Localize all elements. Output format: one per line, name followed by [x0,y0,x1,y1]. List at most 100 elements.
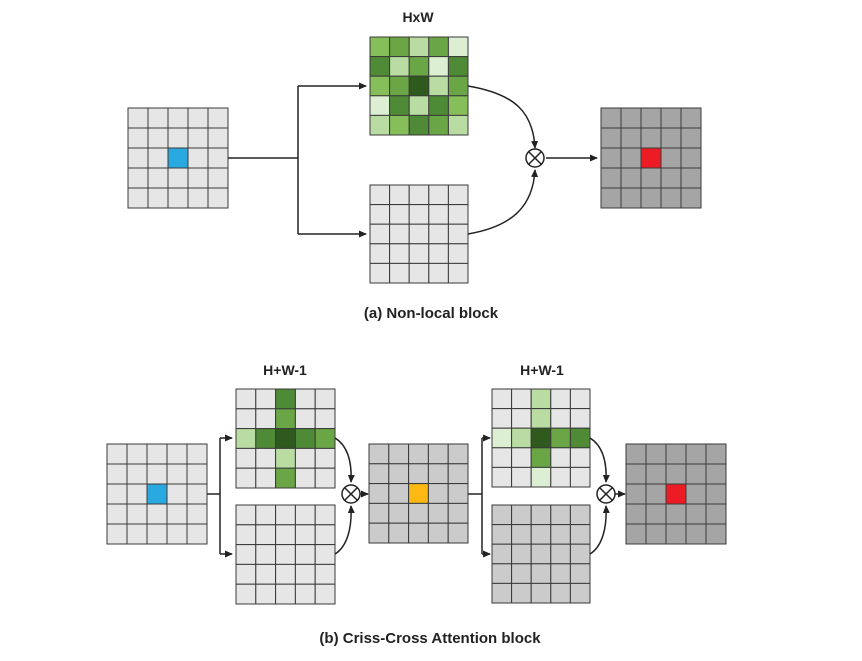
grid-cell [550,524,571,545]
grid-cell [665,503,687,525]
grid-cell [255,447,277,469]
grid-cell [625,483,647,505]
grid-cell [511,524,532,545]
grid-cell [447,184,469,206]
grid-cell [550,543,571,565]
grid-cell [600,187,622,209]
grid-cell [389,75,410,97]
grid-cell [408,262,430,284]
grid-cell [166,503,188,525]
grid-cell [408,95,430,116]
grid-cell [625,463,647,485]
nonlocal-output-grid [600,107,702,209]
grid-cell [569,466,591,488]
grid-cell [235,388,257,410]
grid-cell [314,504,336,526]
grid-cell [255,388,277,410]
grid-cell [705,443,727,465]
grid-cell [187,147,209,169]
grid-cell [207,167,229,189]
grid-cell [408,204,430,225]
grid-cell [106,523,128,545]
grid-cell [680,107,702,129]
grid-cell [408,443,429,465]
grid-cell [186,503,208,525]
grid-cell [314,408,336,430]
grid-cell [705,503,727,525]
grid-cell [428,95,449,116]
nonlocal-connectors [228,82,598,238]
grid-cell [369,223,391,245]
grid-cell [314,428,336,449]
grid-cell [427,483,449,504]
grid-cell [255,408,277,430]
grid-cell [660,127,682,149]
grid-cell [550,427,571,449]
grid-cell [665,483,687,505]
grid-cell [447,75,469,97]
grid-cell [530,582,552,604]
grid-cell [235,524,257,546]
grid-cell [491,504,513,526]
grid-cell [428,223,449,245]
grid-cell [645,443,667,465]
grid-cell [388,483,410,504]
grid-cell [569,563,591,584]
grid-cell [369,204,391,225]
grid-cell [146,523,168,545]
grid-cell [314,467,336,489]
grid-cell [680,127,702,149]
grid-cell [640,167,662,189]
grid-cell [126,503,148,525]
grid-cell [569,408,591,429]
grid-cell [167,147,189,169]
grid-cell [705,483,727,505]
grid-cell [166,463,188,485]
grid-cell [620,127,642,149]
grid-cell [665,523,687,545]
grid-cell [408,522,429,544]
cca-input-grid [106,443,208,545]
grid-cell [369,243,391,264]
grid-cell [127,187,149,209]
nonlocal-attention-grid [369,36,469,136]
grid-cell [680,187,702,209]
grid-cell [645,503,667,525]
grid-cell [550,466,571,488]
grid-cell [186,483,208,505]
grid-cell [705,463,727,485]
grid-cell [314,447,336,469]
grid-cell [428,36,449,58]
grid-cell [368,483,390,504]
grid-cell [428,243,449,264]
grid-cell [167,107,189,129]
grid-cell [569,524,591,545]
grid-cell [447,483,469,504]
grid-cell [620,147,642,169]
cca-intermediate-grid [368,443,469,544]
grid-cell [294,524,316,546]
grid-cell [235,544,257,565]
grid-cell [491,524,513,545]
grid-cell [389,114,410,136]
grid-cell [660,187,682,209]
cca-attention-label-2: H+W-1 [520,362,564,378]
grid-cell [408,223,430,245]
grid-cell [166,443,188,465]
grid-cell [491,563,513,584]
cca-attention-grid-1 [235,388,336,489]
grid-cell [275,583,296,605]
grid-cell [389,36,410,58]
grid-cell [314,563,336,585]
grid-cell [255,467,277,489]
grid-cell [428,56,449,77]
grid-cell [368,463,390,485]
grid-cell [235,447,257,469]
grid-cell [294,504,316,526]
grid-cell [275,388,296,410]
grid-cell [389,184,410,206]
grid-cell [186,463,208,485]
nonlocal-attention-label: HxW [402,9,434,25]
grid-cell [640,147,662,169]
grid-cell [530,466,552,488]
